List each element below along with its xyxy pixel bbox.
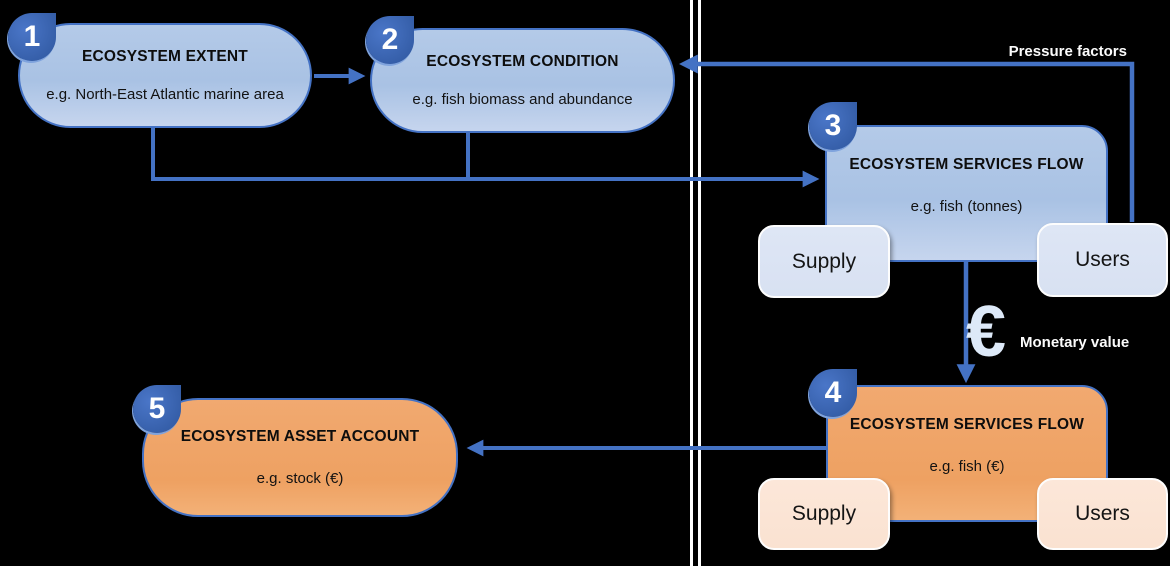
node-example: e.g. North-East Atlantic marine area <box>46 85 284 103</box>
badge-1: 1 <box>8 13 56 61</box>
node-example: e.g. stock (€) <box>256 470 344 487</box>
badge-4: 4 <box>809 369 857 417</box>
node-title: ECOSYSTEM CONDITION <box>426 53 619 71</box>
users-box-monetary: Users <box>1037 478 1168 550</box>
euro-icon: € <box>966 292 1007 372</box>
users-box-physical: Users <box>1037 223 1168 297</box>
node-title: ECOSYSTEM SERVICES FLOW <box>849 415 1085 433</box>
node-title: ECOSYSTEM SERVICES FLOW <box>849 155 1084 173</box>
supply-box-physical: Supply <box>758 225 890 298</box>
supply-box-monetary: Supply <box>758 478 890 550</box>
divider-line-right <box>698 0 701 566</box>
node-ecosystem-extent: ECOSYSTEM EXTENT e.g. North-East Atlanti… <box>18 23 312 128</box>
node-title: ECOSYSTEM ASSET ACCOUNT <box>180 428 420 445</box>
badge-3: 3 <box>809 102 857 150</box>
divider-line-left <box>690 0 693 566</box>
pressure-factors-label: Pressure factors <box>1008 43 1127 60</box>
monetary-value-label: Monetary value <box>1020 334 1130 351</box>
node-example: e.g. fish biomass and abundance <box>412 90 633 108</box>
node-asset-account: ECOSYSTEM ASSET ACCOUNT e.g. stock (€) <box>142 398 458 517</box>
node-ecosystem-condition: ECOSYSTEM CONDITION e.g. fish biomass an… <box>370 28 675 133</box>
badge-2: 2 <box>366 16 414 64</box>
node-example: e.g. fish (tonnes) <box>910 198 1023 216</box>
node-title: ECOSYSTEM EXTENT <box>82 48 248 66</box>
badge-5: 5 <box>133 385 181 433</box>
node-example: e.g. fish (€) <box>929 458 1005 476</box>
arrow-pressure-factors <box>678 54 1135 222</box>
